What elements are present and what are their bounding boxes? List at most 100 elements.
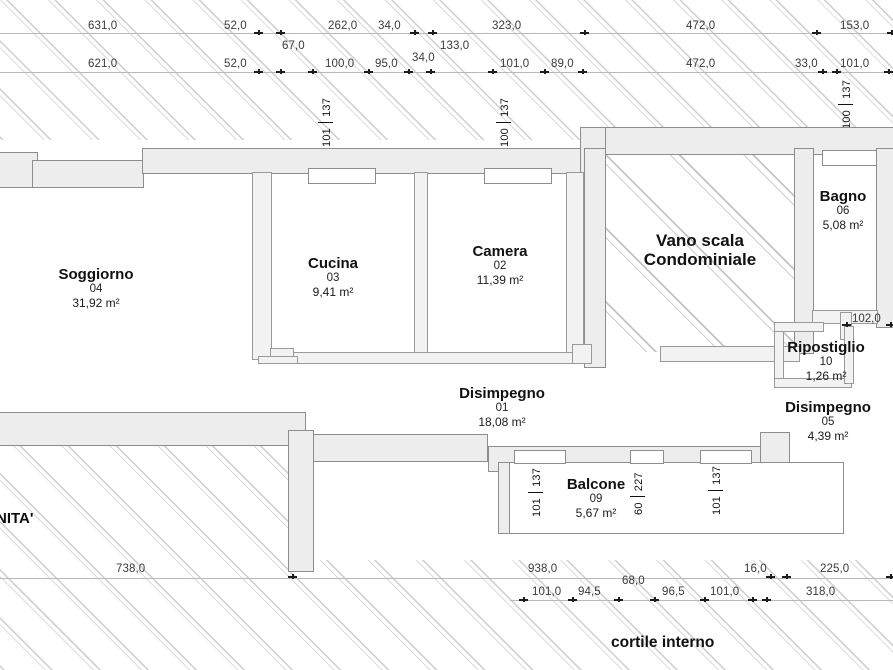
room-number: 09 bbox=[589, 493, 603, 505]
wall-stairwell-left bbox=[584, 148, 606, 368]
dim-tick bbox=[540, 69, 549, 74]
dim-top1b-133: 133,0 bbox=[440, 40, 470, 52]
dim-tick bbox=[580, 30, 589, 35]
dim-top1-34: 34,0 bbox=[378, 20, 401, 32]
room-number: 02 bbox=[493, 260, 507, 272]
opening-tag-bagno-window: 100 137 bbox=[838, 77, 853, 132]
wall-stairwell-right bbox=[794, 148, 814, 354]
dim-bottom1-16: 16,0 bbox=[744, 563, 767, 575]
dim-tick bbox=[887, 30, 893, 35]
dim-top1-52: 52,0 bbox=[224, 20, 247, 32]
room-name: Disimpegno bbox=[459, 385, 545, 402]
dim-tick bbox=[782, 574, 791, 579]
dim-tick bbox=[748, 597, 757, 602]
room-label-ripostiglio: Ripostiglio 10 1,26 m² bbox=[764, 339, 888, 383]
dim-tick bbox=[288, 574, 297, 579]
dim-tick bbox=[276, 30, 285, 35]
opening-tag-cucina-window: 101 137 bbox=[318, 95, 333, 150]
dim-tick bbox=[886, 574, 893, 579]
wall-bottom-vertical-left bbox=[288, 430, 314, 572]
fraction-bar bbox=[528, 491, 543, 493]
opening-width: 101 bbox=[711, 496, 723, 515]
dim-top2-101b: 101,0 bbox=[840, 58, 870, 70]
dim-bottom1b-68: 68,0 bbox=[622, 575, 645, 587]
dim-bottom2-101b: 101,0 bbox=[710, 586, 740, 598]
dim-top1-323: 323,0 bbox=[492, 20, 522, 32]
opening-width: 100 bbox=[499, 128, 511, 147]
room-number: 04 bbox=[89, 283, 103, 295]
dim-tick bbox=[568, 597, 577, 602]
opening-tag-balcone-door-mid: 60 227 bbox=[630, 469, 645, 518]
wall-partition-soggiorno-cucina bbox=[252, 172, 272, 360]
opening-width: 60 bbox=[633, 502, 645, 515]
top-dimension-line-2 bbox=[0, 72, 893, 73]
dim-top1-631: 631,0 bbox=[88, 20, 118, 32]
door-opening-balcone-mid bbox=[630, 450, 664, 464]
door-stub-disimpegno-right bbox=[572, 344, 592, 364]
door-stub-soggiorno bbox=[258, 356, 298, 364]
dim-tick bbox=[818, 69, 827, 74]
wall-partition-camera-vanoscala bbox=[566, 172, 584, 362]
room-label-cucina: Cucina 03 9,41 m² bbox=[277, 255, 389, 299]
dim-top1-472: 472,0 bbox=[686, 20, 716, 32]
dim-tick bbox=[812, 30, 821, 35]
dim-tick bbox=[488, 69, 497, 74]
dim-tick bbox=[884, 69, 893, 74]
room-number: 05 bbox=[821, 416, 835, 428]
courtyard-caption: cortile interno bbox=[611, 634, 715, 651]
room-name: Cucina bbox=[307, 255, 358, 272]
dim-top2-89: 89,0 bbox=[551, 58, 574, 70]
room-number: 03 bbox=[326, 272, 340, 284]
wall-outer-left-step bbox=[32, 160, 144, 188]
dim-top2-33: 33,0 bbox=[795, 58, 818, 70]
stairwell-line-1: Vano scala bbox=[656, 231, 744, 250]
room-name: Balcone bbox=[566, 476, 626, 493]
dim-tick bbox=[364, 69, 373, 74]
dim-tick bbox=[276, 69, 285, 74]
dim-tick bbox=[700, 597, 709, 602]
dim-bottom2-318: 318,0 bbox=[806, 586, 836, 598]
fraction-bar bbox=[708, 489, 723, 491]
room-number: 10 bbox=[819, 356, 833, 368]
room-name: Disimpegno bbox=[785, 399, 871, 416]
dim-tick bbox=[578, 69, 587, 74]
wall-stairwell-bottom bbox=[660, 346, 800, 362]
room-label-disimpegno-01: Disimpegno 01 18,08 m² bbox=[444, 385, 560, 429]
room-label-disimpegno-05: Disimpegno 05 4,39 m² bbox=[766, 399, 890, 443]
opening-tag-balcone-door-right: 101 137 bbox=[708, 463, 723, 518]
dim-tick bbox=[519, 597, 528, 602]
top-dimension-line-1 bbox=[0, 33, 893, 34]
fraction-bar bbox=[318, 121, 333, 123]
dim-tick bbox=[426, 69, 435, 74]
dim-tick bbox=[842, 322, 851, 327]
opening-height: 137 bbox=[531, 467, 543, 487]
room-name: Soggiorno bbox=[58, 266, 134, 283]
wall-ripostiglio-right bbox=[844, 326, 854, 384]
room-label-bagno: Bagno 06 5,08 m² bbox=[800, 188, 886, 232]
dim-bottom2-101: 101,0 bbox=[532, 586, 562, 598]
wall-bottom-left-band bbox=[0, 412, 306, 446]
room-label-soggiorno: Soggiorno 04 31,92 m² bbox=[32, 266, 160, 310]
wall-bagno-right-outer bbox=[876, 148, 893, 328]
dim-tick bbox=[410, 30, 419, 35]
dim-tick bbox=[308, 69, 317, 74]
room-area: 1,26 m² bbox=[805, 369, 847, 383]
fraction-bar bbox=[496, 121, 511, 123]
dim-top2-34: 34,0 bbox=[412, 52, 435, 64]
adjacent-unit-label: NITA' bbox=[0, 510, 34, 527]
dim-bottom2-965: 96,5 bbox=[662, 586, 685, 598]
dim-top2-101: 101,0 bbox=[500, 58, 530, 70]
opening-height: 137 bbox=[711, 465, 723, 485]
room-label-balcone: Balcone 09 5,67 m² bbox=[548, 476, 644, 520]
room-label-camera: Camera 02 11,39 m² bbox=[444, 243, 556, 287]
door-opening-balcone-left bbox=[514, 450, 566, 464]
room-area: 31,92 m² bbox=[72, 296, 120, 310]
room-area: 4,39 m² bbox=[807, 429, 849, 443]
dim-top2-95: 95,0 bbox=[375, 58, 398, 70]
dim-tick bbox=[428, 30, 437, 35]
room-area: 11,39 m² bbox=[476, 273, 524, 287]
door-opening-balcone-right bbox=[700, 450, 752, 464]
dim-tick bbox=[762, 597, 771, 602]
dim-tick bbox=[650, 597, 659, 602]
wall-bottom-main bbox=[300, 434, 488, 462]
